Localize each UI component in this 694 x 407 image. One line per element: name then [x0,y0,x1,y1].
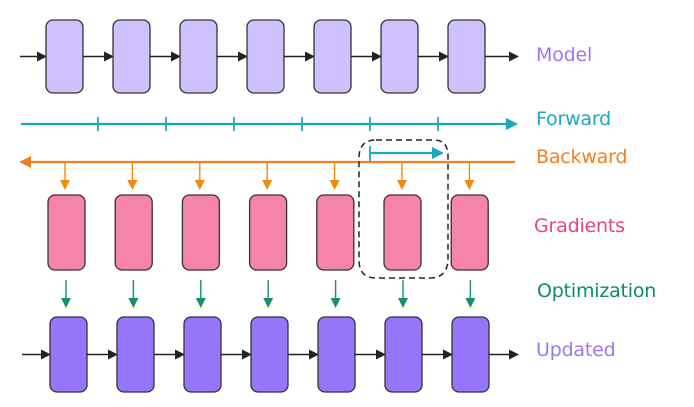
updated-block [49,316,88,393]
highlight-region [358,139,449,279]
updated-block [250,316,289,393]
updated-block [116,316,155,393]
updated-block [317,316,356,393]
gradient-block [316,194,355,271]
dashed-highlight-box [358,139,449,279]
model-block [246,19,285,94]
label-optimization: Optimization [537,280,657,302]
backward-row [19,156,515,190]
gradient-block [181,194,221,271]
gradient-block [114,194,153,271]
updated-block [183,316,222,393]
model-block [447,19,486,94]
model-block [45,19,84,94]
model-block [313,19,352,94]
gradient-block [47,194,86,271]
model-block [112,19,151,94]
label-gradients: Gradients [534,215,625,237]
updated-block [451,316,490,393]
updated-row [22,316,519,393]
forward-row [21,117,518,131]
model-block [380,19,419,94]
label-backward: Backward [536,146,628,168]
label-model: Model [536,44,593,66]
gradient-block [450,194,489,271]
gradient-block [248,194,288,271]
model-row [20,19,519,94]
model-block [179,19,218,94]
label-updated: Updated [536,339,616,361]
updated-block [384,316,423,393]
label-forward: Forward [536,108,612,130]
gradient-block [383,194,422,271]
optimization-row [61,280,476,308]
gradients-row [47,194,489,271]
